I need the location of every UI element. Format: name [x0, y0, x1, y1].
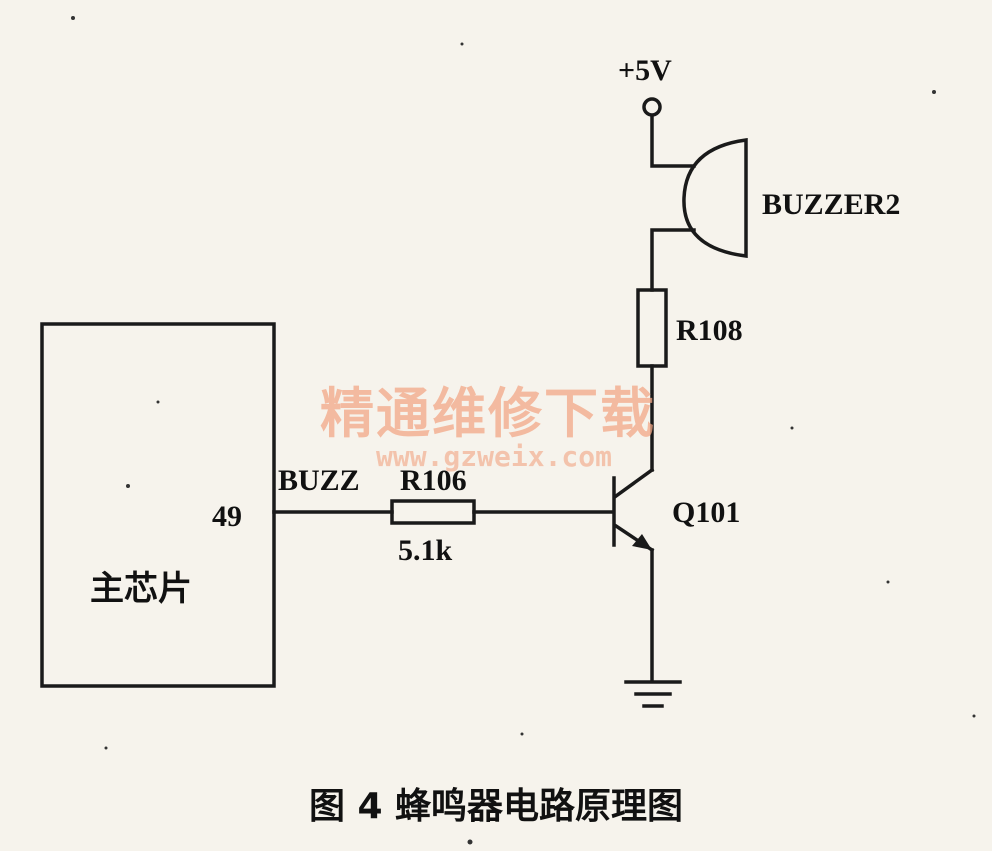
q101-label: Q101: [672, 496, 740, 529]
chip-pin-number: 49: [212, 500, 242, 533]
buzzer-symbol: [682, 138, 748, 258]
signal-label-buzz: BUZZ: [278, 464, 360, 497]
resistor-r108: [636, 288, 668, 368]
main-chip-block: [40, 322, 276, 688]
watermark-url: www.gzweix.com: [376, 440, 612, 473]
resistor-r106: [390, 499, 476, 525]
r106-label: R106: [400, 464, 467, 497]
transistor-collector: [613, 467, 655, 499]
chip-name: 主芯片: [90, 569, 192, 609]
r106-value: 5.1k: [398, 534, 453, 567]
ground-symbol: [624, 680, 682, 708]
transistor-q101: [612, 467, 655, 553]
power-label: +5V: [618, 54, 672, 87]
buzzer-label: BUZZER2: [762, 188, 900, 221]
watermark-text: 精通维修下载: [320, 382, 656, 445]
wire-buzzer-to-5v: [650, 114, 696, 168]
r108-label: R108: [676, 314, 743, 347]
wire-r108-to-buzzer: [650, 228, 696, 292]
power-terminal: [642, 97, 662, 117]
transistor-emitter-arrow: [632, 534, 652, 550]
buzzer-body: [682, 138, 748, 258]
scan-specks: [71, 16, 976, 845]
figure-caption: 图 4 蜂鸣器电路原理图: [309, 786, 683, 827]
